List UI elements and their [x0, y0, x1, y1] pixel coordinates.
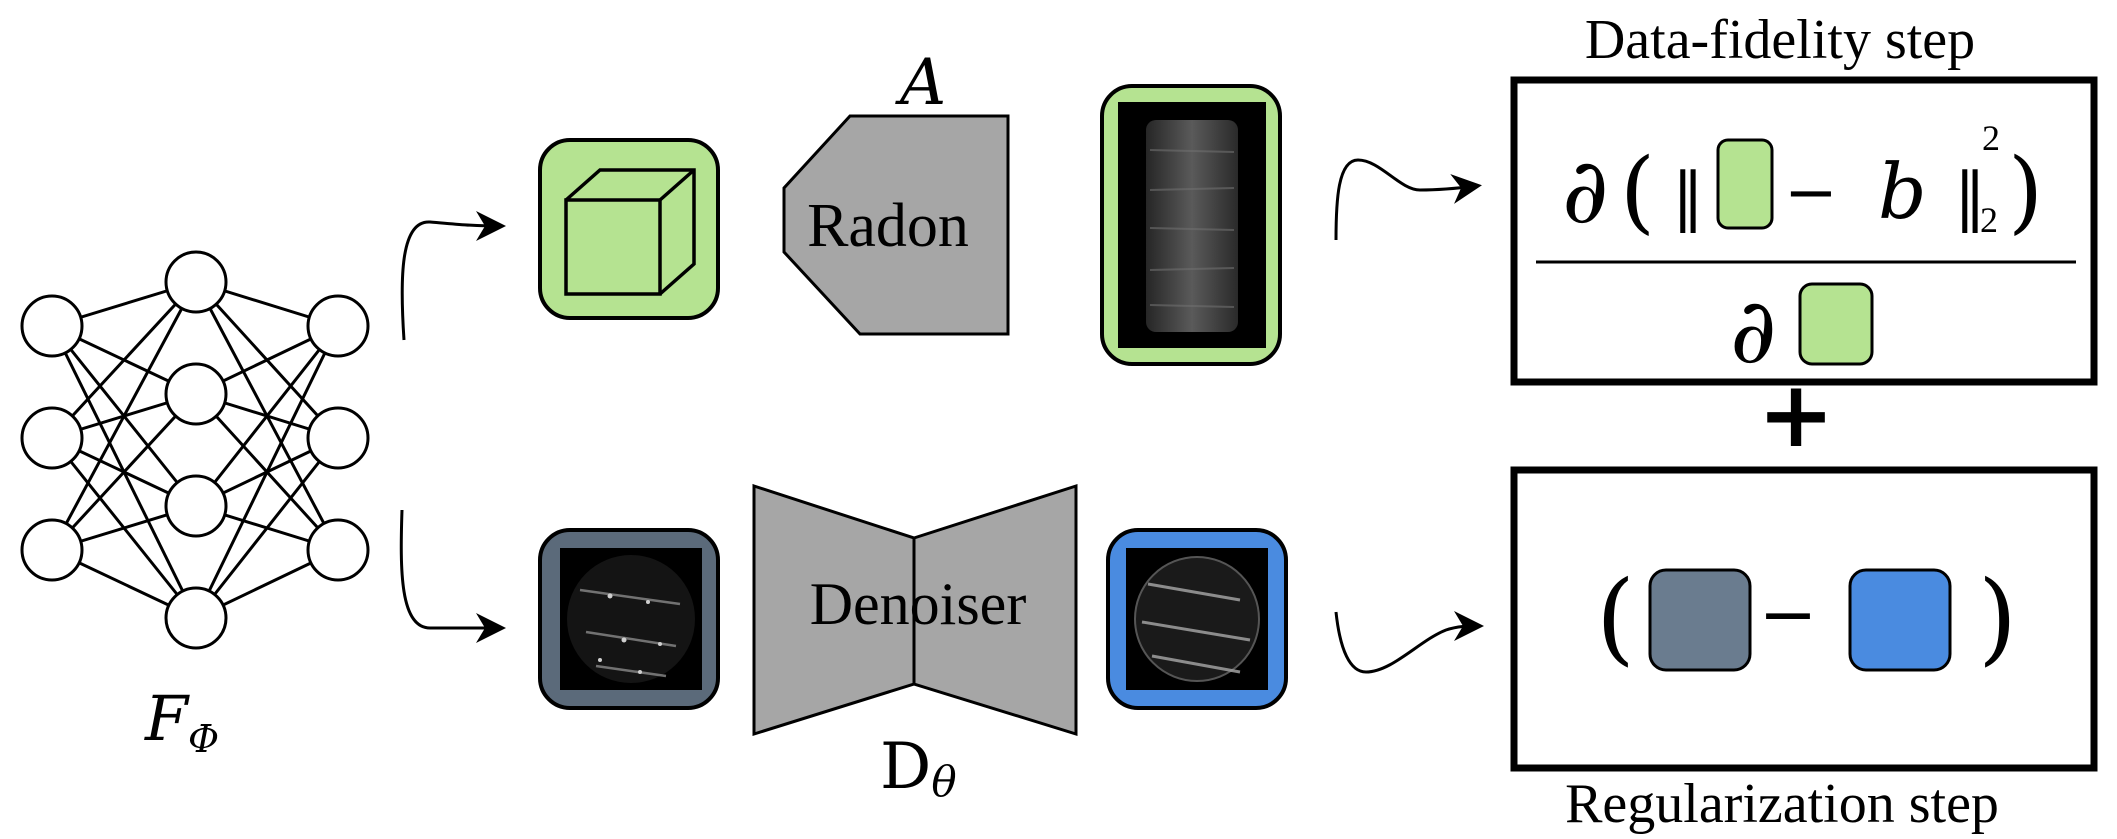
- network-edge: [50, 392, 198, 552]
- volume-tile: [538, 138, 720, 320]
- network-node: [20, 294, 84, 358]
- network-node: [20, 406, 84, 470]
- green-variable-icon-denominator: [1798, 282, 1874, 366]
- plus-sign: +: [1757, 360, 1834, 468]
- norm-bar-left: ‖: [1672, 160, 1704, 234]
- green-variable-icon: [1716, 138, 1774, 230]
- reg-minus-sign: −: [1759, 573, 1818, 655]
- norm-subscript: 2: [1980, 200, 1998, 240]
- radon-operator: Radon: [782, 114, 1010, 336]
- data-fidelity-box: ∂ ( ‖ − b ‖ 2 2 ) ∂: [1510, 76, 2098, 386]
- partial-symbol-denominator: ∂: [1730, 279, 1777, 384]
- network-node: [164, 250, 228, 314]
- network-edge: [194, 325, 340, 507]
- arrow-to-top-branch: [400, 210, 506, 341]
- denoised-output-tile: [1106, 528, 1288, 710]
- open-paren: (: [1620, 139, 1655, 244]
- denoiser-operator: Denoiser: [752, 483, 1078, 737]
- network-node: [306, 518, 370, 582]
- network-edge: [50, 280, 198, 440]
- data-fidelity-title: Data-fidelity step: [1585, 9, 1975, 71]
- network-node: [306, 406, 370, 470]
- network-node: [164, 474, 228, 538]
- radon-label: Radon: [807, 192, 969, 260]
- network-edge: [50, 281, 198, 551]
- network-node: [20, 518, 84, 582]
- regularization-box: ( − ): [1510, 466, 2098, 772]
- network-node: [164, 362, 228, 426]
- denoiser-label: Denoiser: [810, 571, 1027, 637]
- minus-sign: −: [1784, 156, 1838, 230]
- reg-open-paren: (: [1596, 559, 1635, 676]
- arrow-to-regularization: [1334, 611, 1484, 674]
- arrow-to-bottom-branch: [399, 509, 506, 643]
- denoised-variable-icon: [1848, 568, 1952, 672]
- network-edge: [194, 437, 340, 619]
- network-label: FΦ: [144, 682, 219, 761]
- close-paren: ): [2008, 139, 2043, 244]
- network-edge: [194, 325, 340, 619]
- sinogram-tile: [1100, 84, 1282, 366]
- neural-network: [20, 250, 370, 650]
- noisy-variable-icon: [1648, 568, 1752, 672]
- network-node: [164, 586, 228, 650]
- partial-symbol: ∂: [1562, 139, 1609, 244]
- denoiser-operator-symbol: Dθ: [880, 730, 957, 806]
- variable-b: b: [1878, 147, 1927, 236]
- noisy-input-tile: [538, 528, 720, 710]
- cube-icon: [564, 168, 696, 296]
- norm-superscript: 2: [1982, 118, 2000, 158]
- network-node: [306, 294, 370, 358]
- regularization-title: Regularization step: [1565, 773, 1999, 835]
- radon-operator-symbol: A: [895, 46, 946, 120]
- reg-close-paren: ): [1978, 559, 2017, 676]
- arrow-to-data-fidelity: [1334, 158, 1482, 241]
- norm-bar-right: ‖: [1954, 160, 1986, 234]
